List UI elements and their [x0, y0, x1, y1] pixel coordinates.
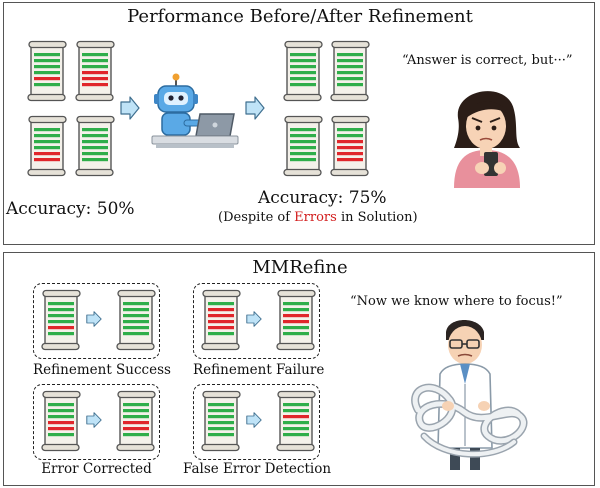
solution-scroll [329, 40, 371, 102]
solution-scroll [275, 390, 317, 452]
solution-scroll [40, 289, 82, 351]
solution-scroll [329, 115, 371, 177]
user-quote: “Answer is correct, but···” [402, 53, 573, 68]
right-arrow-icon [86, 412, 102, 428]
case-label: False Error Detection [183, 461, 332, 477]
solution-scroll [26, 115, 68, 177]
right-arrow-icon [246, 412, 262, 428]
solution-scroll [200, 390, 242, 452]
solution-scroll [115, 289, 157, 351]
case-label: Error Corrected [41, 461, 152, 477]
solution-scroll [282, 40, 324, 102]
researcher-quote: “Now we know where to focus!” [350, 294, 563, 309]
solution-scroll [282, 115, 324, 177]
case-label: Refinement Success [33, 362, 171, 378]
scientist-with-scrolls-icon [404, 318, 534, 478]
note-highlight: Errors [294, 210, 337, 225]
accuracy-after: Accuracy: 75% [258, 188, 387, 208]
accuracy-note: (Despite of Errors in Solution) [218, 210, 418, 225]
solution-scroll [74, 115, 116, 177]
accuracy-before: Accuracy: 50% [6, 199, 135, 219]
bottom-title: MMRefine [252, 257, 348, 278]
right-arrow-icon [120, 96, 140, 120]
right-arrow-icon [245, 96, 265, 120]
solution-scroll [275, 289, 317, 351]
case-label: Refinement Failure [193, 362, 325, 378]
case-box-false-error-detection [193, 384, 320, 460]
solution-scroll [40, 390, 82, 452]
case-box-error-corrected [33, 384, 160, 460]
case-box-refinement-failure [193, 283, 320, 359]
robot-laptop-icon [150, 72, 240, 154]
right-arrow-icon [246, 311, 262, 327]
note-suffix: in Solution) [336, 210, 418, 225]
solution-scroll [74, 40, 116, 102]
right-arrow-icon [86, 311, 102, 327]
top-title: Performance Before/After Refinement [127, 6, 473, 27]
case-box-refinement-success [33, 283, 160, 359]
solution-scroll [115, 390, 157, 452]
note-prefix: (Despite of [218, 210, 295, 225]
solution-scroll [200, 289, 242, 351]
solution-scroll [26, 40, 68, 102]
puzzled-woman-icon [448, 82, 528, 188]
